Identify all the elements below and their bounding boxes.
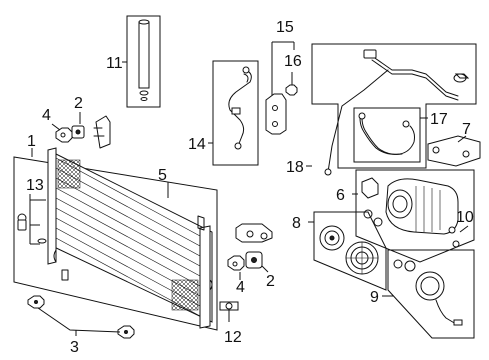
mounting-bolts <box>27 295 135 339</box>
callout-2-lower: 2 <box>266 273 275 290</box>
callout-10: 10 <box>456 209 474 226</box>
callout-15: 15 <box>276 19 294 36</box>
clutch-pulley-frame <box>313 211 387 291</box>
callout-17: 17 <box>430 111 448 128</box>
callout-13: 13 <box>26 177 44 194</box>
callout-18: 18 <box>286 159 304 176</box>
compressor <box>352 169 475 263</box>
suction-pipe-assembly <box>306 43 477 176</box>
callout-3: 3 <box>70 339 79 356</box>
callout-11: 11 <box>106 55 123 72</box>
callout-9: 9 <box>370 289 379 306</box>
condenser-frame <box>13 156 218 331</box>
callout-1: 1 <box>27 133 36 150</box>
compressor-bracket <box>427 135 481 167</box>
field-coil-frame <box>387 249 475 339</box>
callout-6: 6 <box>336 187 345 204</box>
callout-16: 16 <box>284 53 302 70</box>
callout-8: 8 <box>292 215 301 232</box>
bushing-nut-upper <box>51 112 85 143</box>
suction-pipe-frame <box>311 43 477 169</box>
callout-7: 7 <box>462 121 471 138</box>
pipe-bracket <box>265 41 298 135</box>
condenser-assembly <box>13 115 218 331</box>
hose-clamp <box>219 301 239 322</box>
discharge-hose-frame <box>212 60 259 166</box>
callout-4-upper: 4 <box>42 107 51 124</box>
compressor-frame <box>355 169 475 263</box>
callout-12: 12 <box>224 329 242 346</box>
discharge-hose <box>208 60 259 166</box>
suction-hose-frame <box>353 107 421 163</box>
callout-4-lower: 4 <box>236 279 245 296</box>
clutch-pulley <box>308 211 387 291</box>
field-coil <box>382 249 475 339</box>
callout-14: 14 <box>188 136 206 153</box>
bushing-nut-lower <box>227 223 273 280</box>
callout-2-upper: 2 <box>74 95 83 112</box>
pressure-switch <box>17 194 47 245</box>
callout-5: 5 <box>158 167 167 184</box>
receiver-drier <box>122 15 161 108</box>
